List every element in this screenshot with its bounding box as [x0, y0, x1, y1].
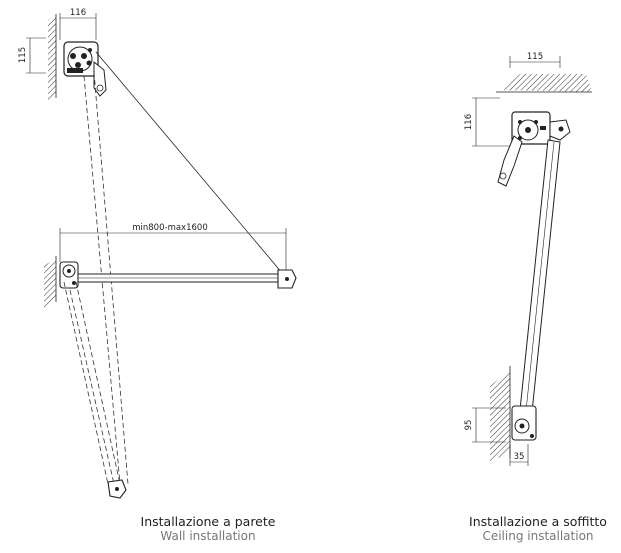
- wall-arm-lowered-end: [107, 479, 127, 499]
- dim-wall-height: 115: [18, 37, 46, 74]
- ceiling-arm-hanging: [497, 135, 523, 187]
- wall-installation-diagram: 116 115: [18, 8, 297, 499]
- dim-ceiling-width-label: 115: [527, 52, 543, 62]
- wall-diagonal-line: [95, 51, 289, 281]
- ceiling-hatch: [496, 74, 592, 93]
- wall-hatch-bottom: [44, 256, 57, 310]
- dim-wall-span: min800-max1600: [59, 223, 287, 270]
- dim-ceiling-height-label: 116: [464, 114, 474, 130]
- dim-wall-width-label: 116: [70, 8, 86, 18]
- ceiling-bracket-bottom: [511, 405, 537, 441]
- dim-ceiling-lower-width-label: 35: [514, 452, 525, 462]
- dim-ceiling-width: 115: [509, 52, 561, 68]
- wall-caption: Installazione a parete Wall installation: [141, 514, 276, 543]
- ceiling-caption-english: Ceiling installation: [482, 529, 594, 543]
- wall-caption-italian: Installazione a parete: [140, 514, 276, 529]
- dim-ceiling-lower-width: 35: [509, 444, 529, 466]
- wall-arm-hanging: [93, 60, 107, 97]
- ceiling-arm: [519, 139, 561, 413]
- dim-wall-width: 116: [59, 8, 97, 40]
- ceiling-wall-hatch-bottom: [490, 366, 511, 462]
- dim-wall-span-label: min800-max1600: [132, 223, 207, 233]
- wall-caption-english: Wall installation: [160, 529, 256, 543]
- wall-arm-horizontal: [77, 273, 281, 283]
- dim-ceiling-height: 116: [464, 97, 510, 147]
- dim-ceiling-lower-height: 95: [464, 407, 506, 443]
- dim-wall-height-label: 115: [18, 47, 28, 63]
- ceiling-bracket-top: [511, 111, 571, 145]
- wall-arm-endcap: [277, 269, 297, 289]
- wall-bracket-bottom: [59, 261, 79, 289]
- ceiling-caption-italian: Installazione a soffitto: [469, 514, 607, 529]
- ceiling-installation-diagram: 115 116: [464, 52, 592, 466]
- dim-ceiling-lower-height-label: 95: [464, 420, 474, 431]
- wall-dashed-arm-lowered: [63, 281, 121, 485]
- wall-bracket-top: [63, 41, 99, 77]
- wall-hatch-top: [48, 14, 57, 100]
- ceiling-caption: Installazione a soffitto Ceiling install…: [469, 514, 607, 543]
